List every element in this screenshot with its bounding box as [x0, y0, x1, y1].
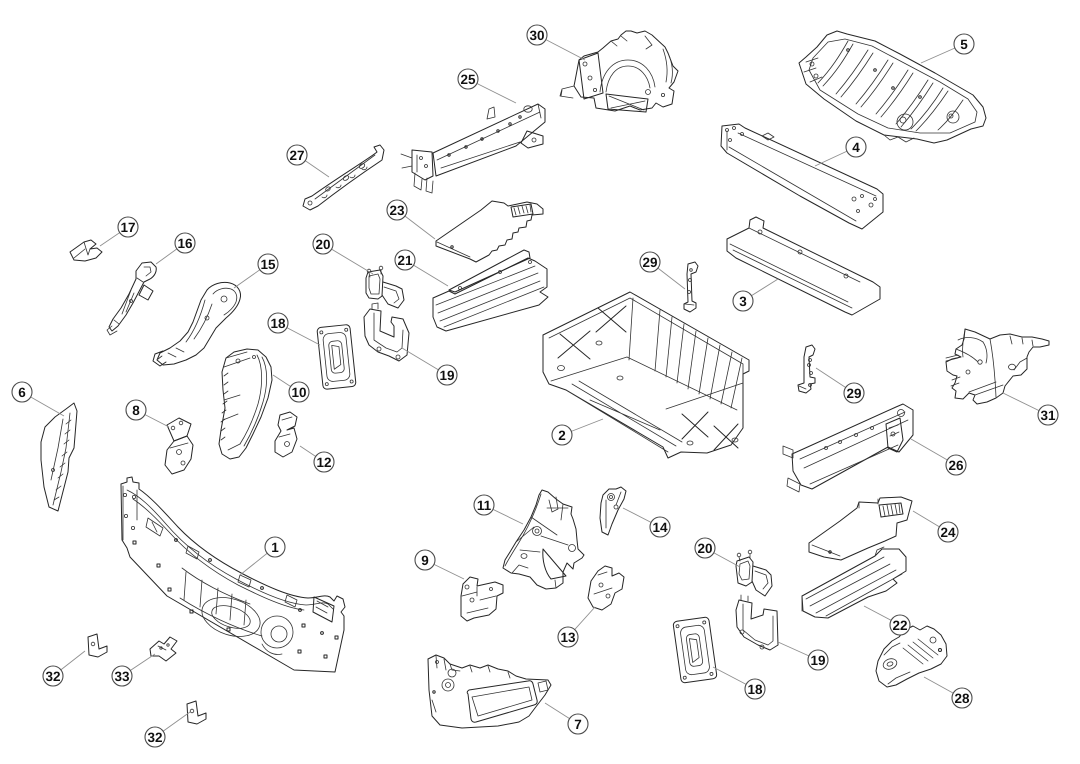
- svg-text:20: 20: [697, 541, 712, 556]
- svg-text:10: 10: [291, 385, 306, 400]
- svg-text:23: 23: [389, 203, 405, 218]
- svg-text:29: 29: [642, 255, 657, 270]
- svg-text:1: 1: [271, 540, 279, 555]
- svg-text:22: 22: [892, 618, 907, 633]
- svg-text:31: 31: [1040, 408, 1056, 423]
- svg-text:8: 8: [132, 403, 140, 418]
- svg-text:7: 7: [574, 717, 582, 732]
- svg-text:30: 30: [529, 28, 544, 43]
- svg-text:24: 24: [940, 525, 956, 540]
- svg-text:9: 9: [421, 553, 429, 568]
- svg-text:15: 15: [260, 257, 276, 272]
- svg-text:32: 32: [45, 669, 60, 684]
- svg-text:25: 25: [460, 72, 476, 87]
- svg-text:19: 19: [439, 368, 454, 383]
- svg-text:18: 18: [270, 316, 286, 331]
- svg-text:26: 26: [948, 458, 964, 473]
- svg-text:16: 16: [177, 236, 193, 251]
- svg-text:33: 33: [114, 669, 130, 684]
- svg-text:12: 12: [316, 455, 331, 470]
- svg-text:14: 14: [652, 520, 668, 535]
- svg-text:3: 3: [739, 294, 747, 309]
- svg-text:29: 29: [846, 386, 861, 401]
- svg-text:5: 5: [960, 37, 968, 52]
- svg-text:27: 27: [289, 148, 304, 163]
- svg-text:20: 20: [315, 237, 330, 252]
- svg-text:11: 11: [477, 498, 492, 513]
- svg-text:32: 32: [147, 730, 162, 745]
- svg-text:2: 2: [558, 428, 566, 443]
- svg-text:28: 28: [954, 691, 970, 706]
- svg-text:4: 4: [852, 140, 860, 155]
- svg-text:19: 19: [810, 653, 825, 668]
- svg-text:17: 17: [120, 220, 135, 235]
- svg-text:18: 18: [747, 682, 763, 697]
- svg-text:6: 6: [18, 385, 26, 400]
- svg-text:13: 13: [560, 630, 576, 645]
- svg-text:21: 21: [397, 253, 413, 268]
